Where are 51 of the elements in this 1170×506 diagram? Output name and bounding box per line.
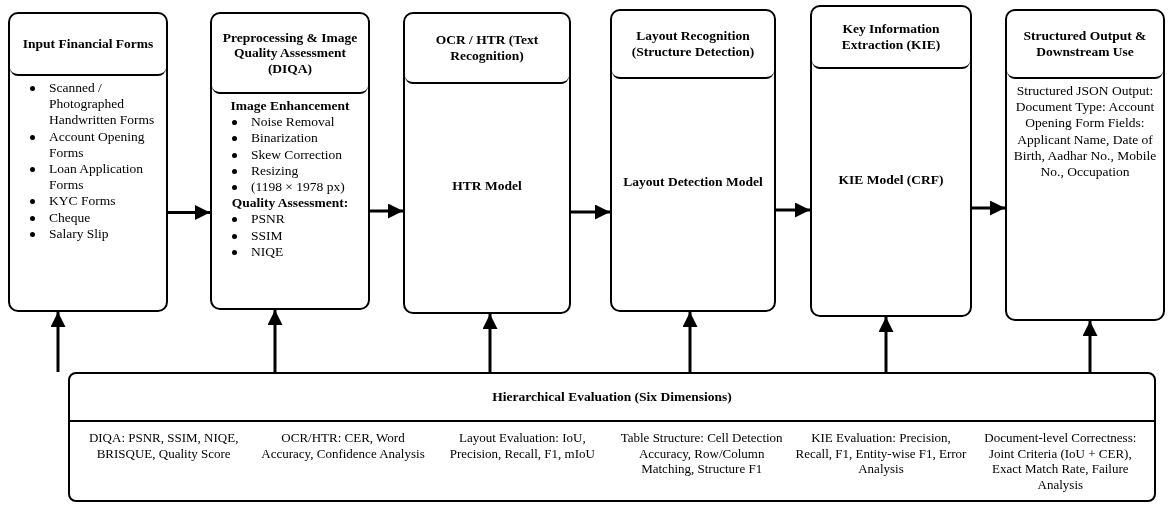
body-text: HTR Model <box>451 177 523 195</box>
arrow <box>776 202 810 218</box>
arrow <box>972 200 1005 216</box>
arrow <box>370 203 403 219</box>
panel-header: Hierarchical Evaluation (Six Dimensions) <box>70 374 1154 422</box>
arrow <box>878 317 894 372</box>
body-text: KIE Model (CRF) <box>837 171 945 189</box>
process-column <box>8 12 168 312</box>
bullet-item: Noise Removal <box>251 114 335 131</box>
arrow <box>1082 321 1098 372</box>
metric-text: Layout Evaluation: IoU, Precision, Recall, F1, mIoU <box>448 430 596 463</box>
arrow <box>267 310 283 372</box>
column-header: Preprocessing & Image Quality Assessment (DIQA) <box>212 14 368 94</box>
process-column <box>610 9 776 312</box>
body-text: Structured JSON Output: Document Type: Account Opening Form Fields: Applicant Name, Date of Birth, Aadhar No., Mobile No., Occupation <box>1012 83 1158 181</box>
evaluation-panel <box>68 372 1156 502</box>
bullet-item: (1198 × 1978 px) <box>251 178 345 196</box>
arrow <box>168 205 210 220</box>
bullet-item: NIQE <box>251 243 284 260</box>
section-heading: Quality Assessment: <box>230 195 350 212</box>
bullet-item: PSNR <box>251 211 285 228</box>
metric-text: DIQA: PSNR, SSIM, NIQE, BRISQUE, Quality Score <box>87 430 240 463</box>
column-header: OCR / HTR (Text Recognition) <box>405 14 569 84</box>
arrow <box>571 204 610 220</box>
metric-text: OCR/HTR: CER, Word Accuracy, Confidence Analysis <box>260 430 426 463</box>
metric-text: Document-level Correctness: Joint Criteria (IoU + CER), Exact Match Rate, Failure Analysis <box>983 430 1138 494</box>
metric-text: KIE Evaluation: Precision, Recall, F1, Entity-wise F1, Error Analysis <box>795 430 967 479</box>
bullet-item: Skew Correction <box>251 146 343 163</box>
bullet-item: Binarization <box>251 130 318 147</box>
process-column <box>210 12 370 310</box>
column-header: Input Financial Forms <box>10 14 166 76</box>
body-text: Layout Detection Model <box>622 174 764 191</box>
bullet-item: Account Opening Forms <box>49 128 146 161</box>
arrow <box>482 314 498 372</box>
process-column <box>810 5 972 317</box>
process-column <box>1005 9 1165 321</box>
bullet-item: Salary Slip <box>49 225 109 242</box>
bullet-item: SSIM <box>251 227 283 244</box>
bullet-item: KYC Forms <box>49 193 116 210</box>
section-heading: Image Enhancement <box>229 98 351 115</box>
bullet-item: Cheque <box>49 209 91 226</box>
metric-text: Table Structure: Cell Detection Accuracy, Row/Column Matching, Structure F1 <box>619 430 784 479</box>
bullet-item: Resizing <box>251 162 299 179</box>
process-column <box>403 12 571 314</box>
column-header: Key Information Extraction (KIE) <box>812 7 970 69</box>
bullet-item: Loan Application Forms <box>49 160 145 194</box>
bullet-item: Scanned / Photographed Handwritten Forms <box>49 80 156 129</box>
arrow <box>50 312 66 372</box>
column-header: Structured Output & Downstream Use <box>1007 11 1163 79</box>
column-header: Layout Recognition (Structure Detection) <box>612 11 774 79</box>
arrow <box>682 312 698 372</box>
